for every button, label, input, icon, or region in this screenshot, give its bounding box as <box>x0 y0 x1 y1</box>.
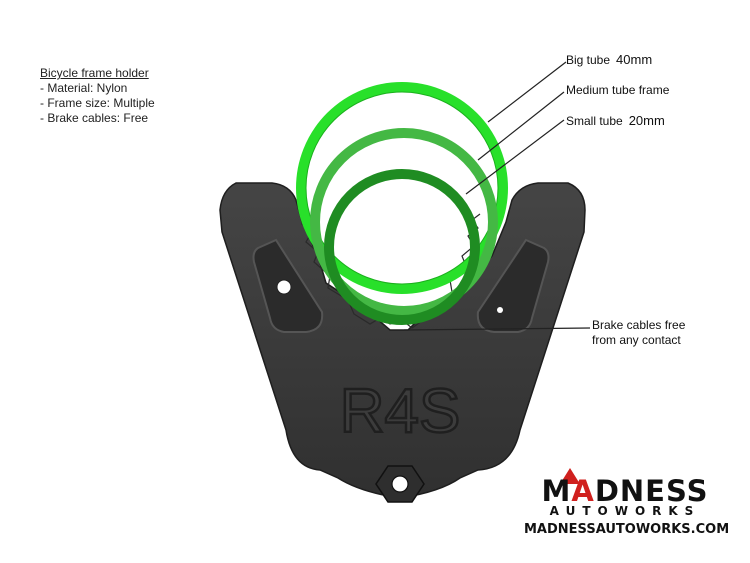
big-tube-ring-edge <box>305 91 499 285</box>
big-tube-ring <box>296 82 508 294</box>
brake-callout-line1: Brake cables free <box>592 318 686 332</box>
small-tube-label: Small tube 20mm <box>566 113 665 128</box>
brake-callout-line2: from any contact <box>592 333 681 347</box>
logo-accent-mark <box>560 468 580 484</box>
spec-frame-size: - Frame size: Multiple <box>40 96 155 110</box>
holder-body <box>219 182 586 499</box>
big-tube-size: 40mm <box>616 52 653 67</box>
big-tube-label: Big tube 40mm <box>566 52 652 67</box>
wordmark-m: M <box>541 474 572 508</box>
small-tube-name: Small tube <box>566 114 623 128</box>
brake-cables-callout: Brake cables free from any contact <box>592 318 685 348</box>
small-tube-leader <box>465 119 565 195</box>
madness-wordmark: MADNESS <box>524 476 726 506</box>
small-tube-ring <box>324 169 480 325</box>
nut-hole <box>391 475 409 493</box>
brake-leader <box>403 327 591 331</box>
medium-tube-label: Medium tube frame <box>566 83 669 97</box>
left-bolt-hole <box>276 279 292 295</box>
spec-block: Bicycle frame holder - Material: Nylon -… <box>40 66 155 126</box>
right-bolt-hole <box>497 307 503 313</box>
big-tube-name: Big tube <box>566 53 611 67</box>
r4s-engraving: R4S <box>340 377 461 446</box>
small-tube-size: 20mm <box>628 113 665 128</box>
medium-tube-leader <box>477 91 565 161</box>
wordmark-rest: DNESS <box>594 474 709 508</box>
spec-brake-cables: - Brake cables: Free <box>40 111 149 125</box>
medium-tube-ring <box>310 128 498 316</box>
wordmark-a-accent: A <box>571 474 595 508</box>
medium-tube-name: Medium tube frame <box>566 83 670 97</box>
big-tube-leader <box>487 61 567 123</box>
spec-title: Bicycle frame holder <box>40 66 149 80</box>
spec-material: - Material: Nylon <box>40 81 128 95</box>
autoworks-subtitle: AUTOWORKS <box>549 504 701 518</box>
right-cable-slot <box>476 238 550 333</box>
logo-url[interactable]: MADNESSAUTOWORKS.COM <box>524 522 730 537</box>
